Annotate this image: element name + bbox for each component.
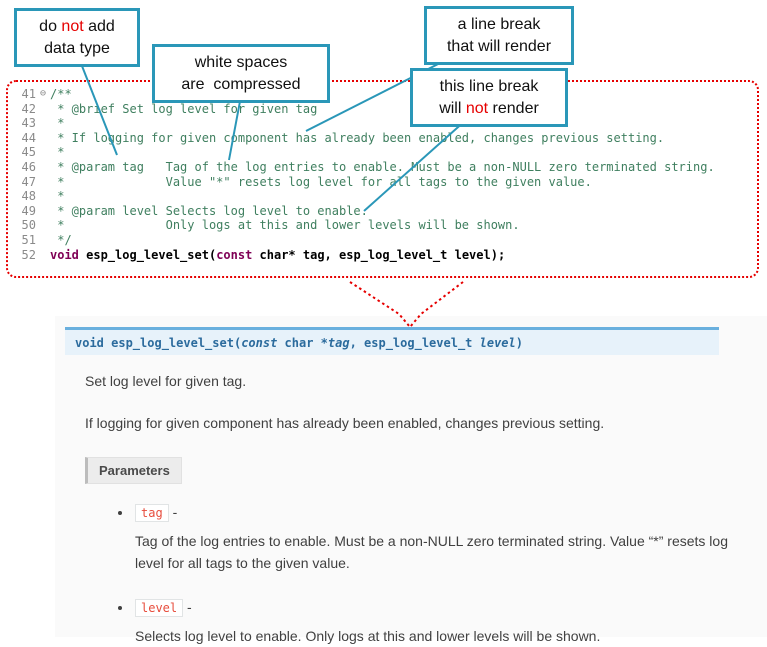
code-editor-snippet: 41⊖/**42 * @brief Set log level for give…: [6, 80, 759, 278]
code-text: /**: [50, 87, 72, 101]
parameter-item: level - Selects log level to enable. Only…: [133, 598, 767, 647]
parameter-item: tag - Tag of the log entries to enable. M…: [133, 503, 767, 574]
code-lines: 41⊖/**42 * @brief Set log level for give…: [14, 87, 753, 262]
code-text: * @param tag Tag of the log entries to e…: [50, 159, 715, 174]
parameter-description: Tag of the log entries to enable. Must b…: [135, 532, 728, 571]
line-number: 41: [21, 87, 36, 101]
code-line: 50 * Only logs at this and lower levels …: [14, 218, 753, 233]
parameter-description: Selects log level to enable. Only logs a…: [135, 627, 601, 644]
callout-text-line: will not render: [439, 99, 539, 117]
line-number: 45: [21, 145, 36, 160]
code-text: * If logging for given component has alr…: [50, 130, 665, 145]
fold-spacer: [36, 189, 50, 204]
callout-text-line: a line break: [457, 16, 541, 33]
fold-collapse-icon[interactable]: ⊖: [39, 88, 47, 99]
function-description: If logging for given component has alrea…: [85, 415, 605, 431]
fold-spacer: [36, 131, 50, 146]
fold-spacer: [36, 175, 50, 190]
code-text: * Value "*" resets log level for all tag…: [50, 174, 592, 189]
parameter-name-row: level -: [135, 598, 767, 618]
fold-spacer: [36, 218, 50, 233]
function-signature-text: void esp_log_level_set(const char *tag, …: [75, 336, 523, 350]
callout-text-line: this line break: [439, 78, 539, 95]
code-text: *: [50, 189, 65, 204]
code-text: */: [50, 232, 72, 247]
fold-spacer: [36, 116, 50, 131]
rendered-docs-preview: void esp_log_level_set(const char *tag, …: [55, 316, 767, 644]
code-line: 42 * @brief Set log level for given tag: [14, 102, 753, 117]
line-number: 42: [21, 101, 36, 116]
code-text: void esp_log_level_set(const char* tag, …: [50, 247, 506, 262]
callout-text-line: that will render: [446, 37, 552, 55]
line-number: 47: [21, 174, 36, 189]
code-line: 45 *: [14, 145, 753, 160]
code-text: * Only logs at this and lower levels wil…: [50, 218, 520, 233]
parameters-heading: Parameters: [85, 457, 182, 484]
function-signature: void esp_log_level_set(const char *tag, …: [65, 327, 719, 355]
parameter-name-row: tag -: [135, 503, 767, 523]
code-line: 49 * @param level Selects log level to e…: [14, 204, 753, 219]
callout-text-line: white spaces: [194, 54, 288, 71]
callout-do-not-add-data-type: do not add data type: [14, 8, 140, 68]
line-number: 44: [21, 130, 36, 145]
callout-text-line: do not add: [39, 18, 115, 35]
fold-spacer: [36, 102, 50, 117]
function-brief: Set log level for given tag.: [85, 373, 247, 389]
line-number: 46: [21, 159, 36, 174]
line-number: 49: [21, 203, 36, 218]
line-number: 48: [21, 189, 36, 204]
code-line: 47 * Value "*" resets log level for all …: [14, 175, 753, 190]
callout-line-break-renders: a line break that will render: [424, 6, 574, 66]
parameters-heading-row: Parameters: [85, 457, 767, 484]
fold-spacer: [36, 233, 50, 248]
code-line: 52 void esp_log_level_set(const char* tag…: [14, 248, 753, 263]
code-text: *: [50, 116, 65, 131]
code-line: 43 *: [14, 116, 753, 131]
code-line: 41⊖/**: [14, 87, 753, 102]
parameter-name-literal: tag: [135, 504, 169, 522]
parameter-name-literal: level: [135, 599, 184, 618]
fold-spacer: [36, 248, 50, 263]
callout-white-spaces-compressed: white spaces are compressed: [152, 44, 330, 104]
line-number: 52: [21, 247, 36, 262]
callout-line-break-not-render: this line break will not render: [410, 68, 568, 128]
parameter-list: tag - Tag of the log entries to enable. M…: [133, 503, 767, 647]
code-line: 48 *: [14, 189, 753, 204]
line-number: 51: [21, 232, 36, 247]
code-text: *: [50, 145, 65, 160]
line-number: 43: [21, 116, 36, 131]
code-text: * @brief Set log level for given tag: [50, 101, 318, 116]
code-text: * @param level Selects log level to enab…: [50, 203, 368, 218]
fold-spacer: [36, 160, 50, 175]
code-line: 46 * @param tag Tag of the log entries t…: [14, 160, 753, 175]
fold-spacer: [36, 145, 50, 160]
callout-text-line: are compressed: [181, 75, 301, 93]
code-line: 44 * If logging for given component has …: [14, 131, 753, 146]
code-line: 51 */: [14, 233, 753, 248]
fold-spacer: [36, 204, 50, 219]
callout-text-line: data type: [44, 39, 110, 57]
line-number: 50: [21, 218, 36, 233]
